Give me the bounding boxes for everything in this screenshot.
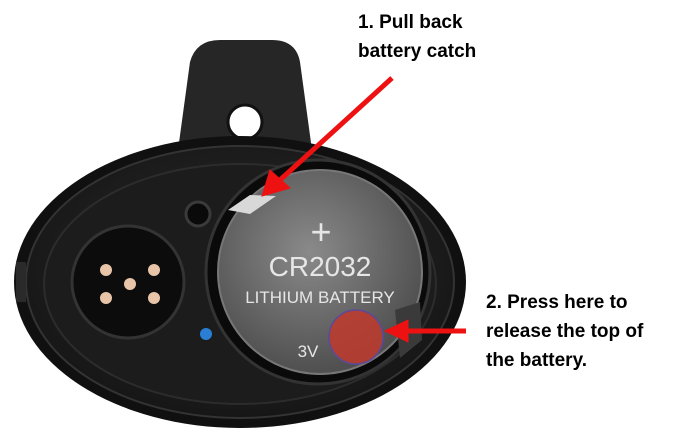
press-marker — [328, 309, 384, 365]
battery-model: CR2032 — [269, 251, 372, 282]
step2-line2: release the top of — [486, 321, 644, 342]
side-notch — [16, 262, 26, 302]
battery-catch — [228, 195, 276, 214]
step1-annotation: 1. Pull back battery catch — [358, 8, 476, 66]
connector-pins — [100, 264, 160, 304]
arrow-step2 — [383, 319, 466, 343]
battery-voltage: 3V — [298, 342, 319, 361]
small-button — [184, 200, 212, 228]
mounting-tab — [178, 40, 312, 150]
battery-type: LITHIUM BATTERY — [245, 288, 395, 307]
led-indicator — [200, 328, 212, 340]
step2-line1: 2. Press here to — [486, 292, 628, 313]
step1-line1: 1. Pull back — [358, 12, 463, 33]
arrow-step1 — [261, 76, 394, 197]
mounting-hole — [226, 103, 264, 141]
step2-line3: the battery. — [486, 350, 588, 371]
battery-plus: + — [310, 211, 331, 252]
step2-annotation: 2. Press here to release the top of the … — [486, 288, 643, 375]
step1-line2: battery catch — [358, 41, 477, 62]
